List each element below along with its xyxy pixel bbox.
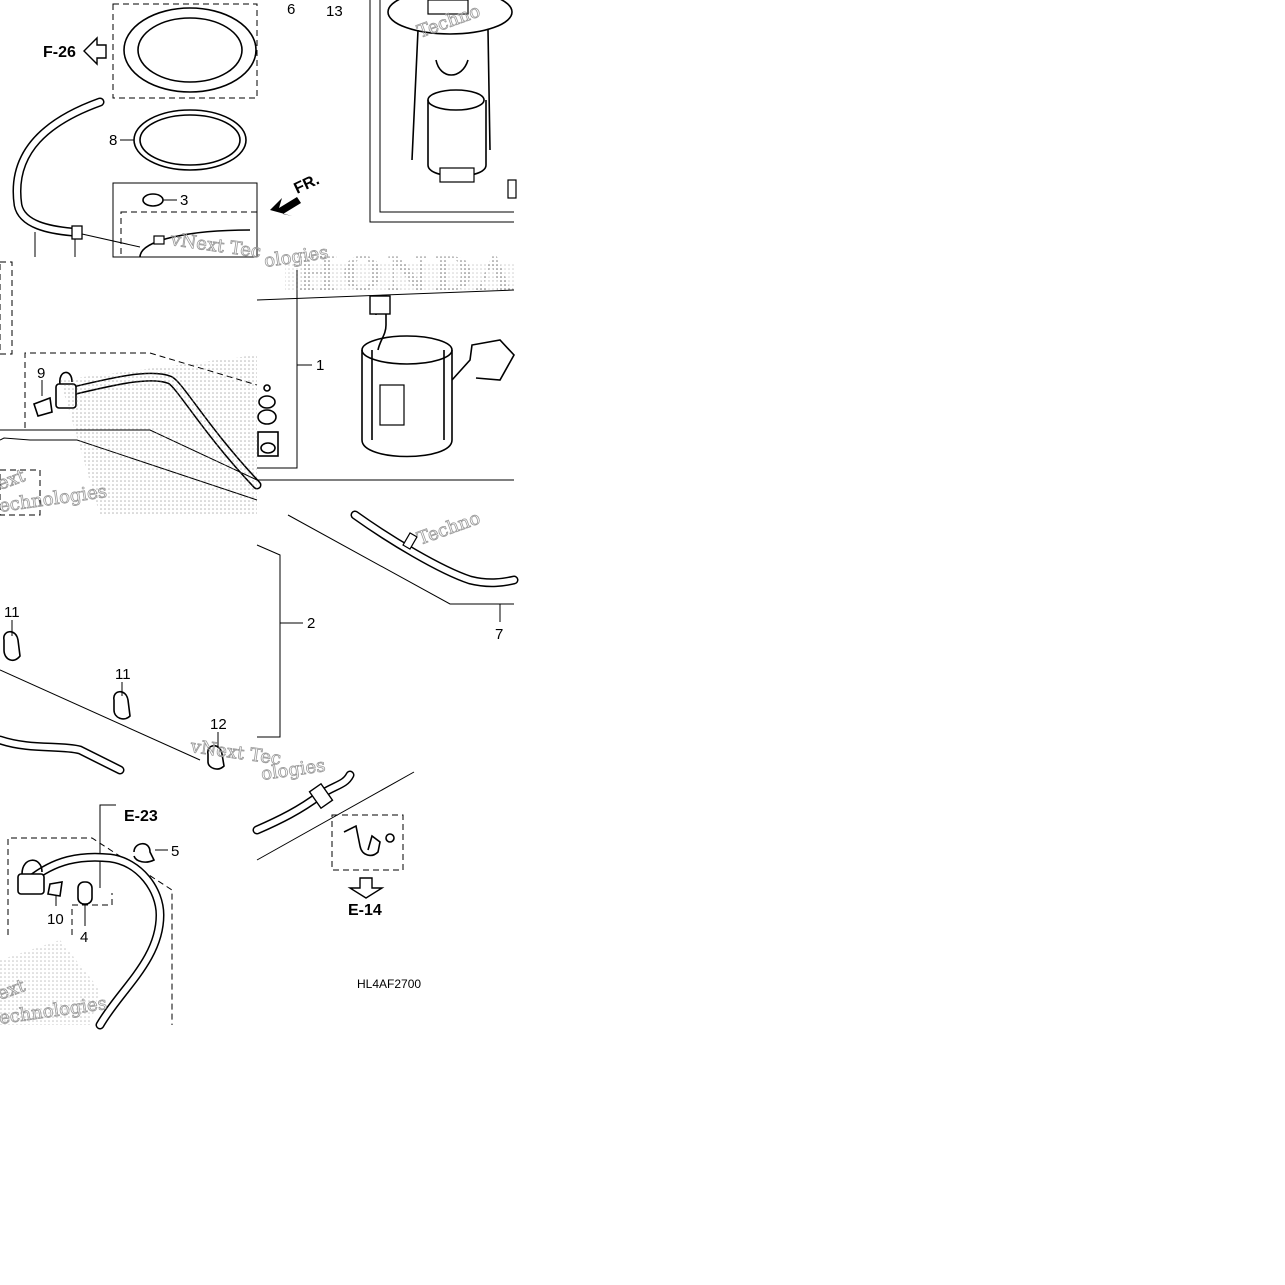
watermark-text: vNext Tec [168, 229, 262, 263]
fuel-pump-module [256, 289, 515, 481]
callout-10[interactable]: 10 [47, 911, 64, 928]
hose-2-group [0, 544, 303, 775]
f26-arrow-icon [83, 36, 107, 66]
ref-e14: E-14 [348, 902, 382, 919]
brand-honda: HONDA [295, 247, 516, 301]
callout-3[interactable]: 3 [180, 192, 188, 209]
vent-hose [12, 97, 141, 257]
fuel-pump-assembly-box [369, 0, 517, 223]
ref-front: FR. [292, 171, 323, 197]
hose-7-group [287, 510, 519, 622]
front-arrow-icon [270, 197, 301, 216]
locking-ring-group [112, 3, 258, 99]
callout-1[interactable]: 1 [316, 357, 324, 374]
hose-10-group [0, 804, 173, 1030]
honda-brand-watermark [285, 262, 515, 292]
e14-arrow-icon [347, 877, 385, 899]
callout-8[interactable]: 8 [109, 132, 117, 149]
clamp-e14-group [252, 770, 415, 871]
callout-7[interactable]: 7 [495, 626, 503, 643]
callout-11a[interactable]: 11 [4, 604, 20, 621]
callout-9[interactable]: 9 [37, 365, 45, 382]
callout-5[interactable]: 5 [171, 843, 179, 860]
callout-6[interactable]: 6 [287, 1, 295, 18]
diagram-code: HL4AF2700 [357, 977, 421, 991]
hose-9-group [0, 261, 262, 516]
callout-2[interactable]: 2 [307, 615, 315, 632]
ref-e23: E-23 [124, 808, 158, 825]
orings-group [257, 270, 312, 469]
callout-12[interactable]: 12 [210, 716, 227, 733]
callouts: 1 2 3 4 5 6 7 8 9 10 11 11 12 13 [4, 1, 503, 946]
ref-f26: F-26 [43, 44, 76, 61]
watermark-text: Techno [415, 508, 484, 550]
callout-13[interactable]: 13 [326, 3, 343, 20]
clip-3-group [112, 182, 258, 258]
gasket-ring [120, 109, 247, 171]
callout-11b[interactable]: 11 [115, 666, 131, 683]
callout-4[interactable]: 4 [80, 929, 88, 946]
